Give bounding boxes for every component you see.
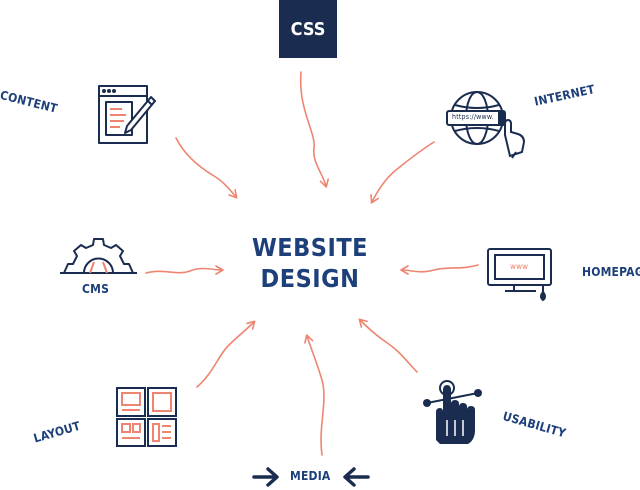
- center-title-line2: DESIGN: [260, 264, 360, 293]
- layout-grid-icon: [116, 387, 177, 447]
- arrow-usability: [358, 318, 418, 373]
- content-icon: [98, 85, 156, 144]
- center-title: WEBSITE DESIGN: [230, 232, 390, 294]
- gear-icon: [60, 238, 137, 274]
- homepage-label: HOMEPAGE: [582, 265, 640, 279]
- arrow-layout: [196, 320, 256, 388]
- url-bar-text: https://www.: [452, 113, 494, 121]
- media-label: MEDIA: [290, 469, 331, 483]
- css-node: CSS: [279, 0, 337, 58]
- arrow-css: [299, 71, 329, 188]
- center-title-line1: WEBSITE: [251, 233, 369, 262]
- arrow-cms: [145, 265, 224, 275]
- arrow-media: [304, 334, 325, 456]
- touch-hand-icon: [423, 380, 482, 444]
- monitor-icon: [487, 248, 552, 302]
- internet-icon: [446, 91, 526, 159]
- cms-label: CMS: [82, 282, 110, 296]
- monitor-www-text: www: [510, 262, 529, 271]
- media-arrows-icon: [252, 467, 370, 487]
- arrow-content: [175, 137, 238, 199]
- arrow-internet: [370, 141, 435, 204]
- arrow-homepage: [400, 264, 479, 275]
